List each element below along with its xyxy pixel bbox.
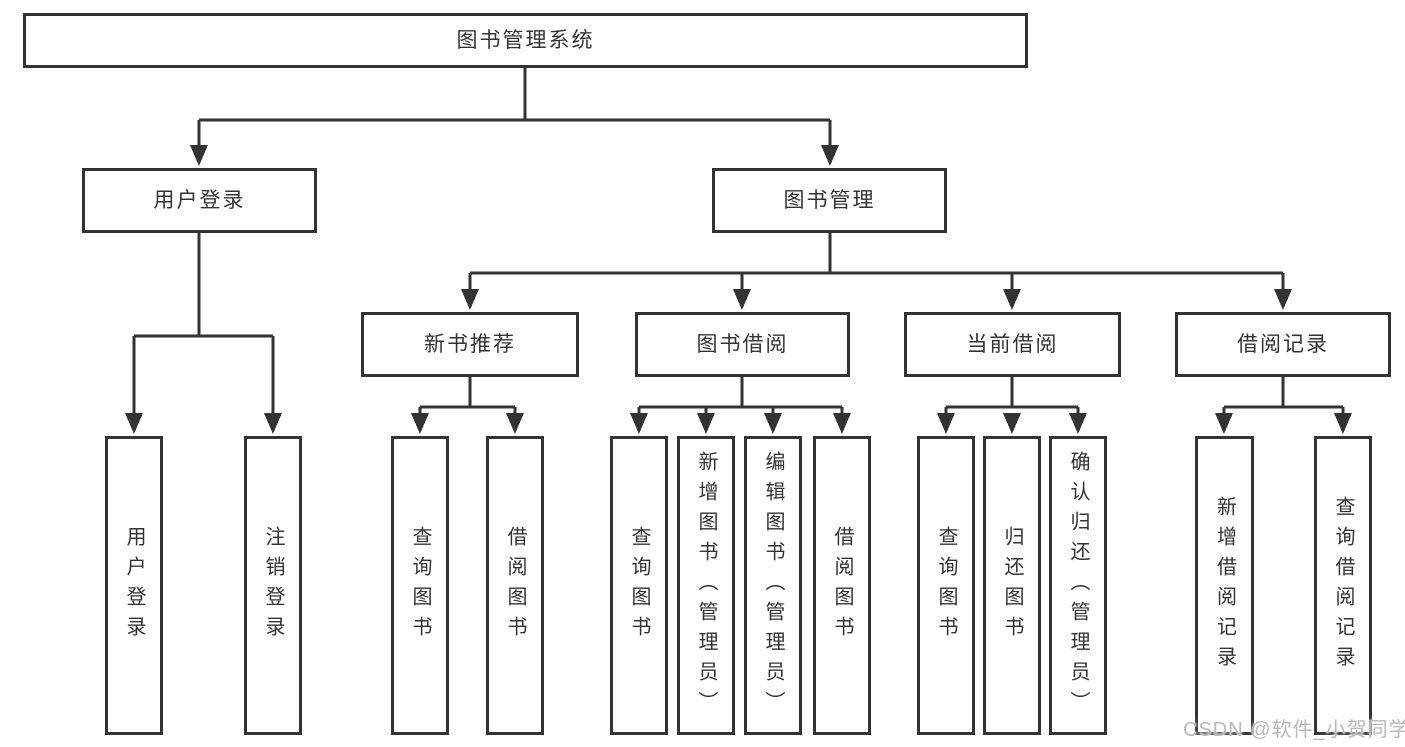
node-library-management-system: 图书管理系统 [23, 13, 1028, 68]
node-label: 确认归还（管理员） [1067, 450, 1089, 721]
node-leaf-cb-confirm-return-admin: 确认归还（管理员） [1049, 436, 1107, 735]
node-label: 用户登录 [123, 525, 145, 646]
node-leaf-cb-query-books: 查询图书 [917, 436, 975, 735]
node-leaf-nb-query-books: 查询图书 [391, 436, 449, 735]
node-label: 注销登录 [262, 525, 284, 646]
node-label: 图书借阅 [696, 333, 789, 356]
node-leaf-bb-edit-books-admin: 编辑图书（管理员） [744, 436, 802, 735]
node-label: 当前借阅 [966, 333, 1059, 356]
node-book-borrow: 图书借阅 [635, 312, 850, 377]
node-leaf-bb-add-books-admin: 新增图书（管理员） [677, 436, 735, 735]
node-label: 归还图书 [1001, 525, 1023, 646]
node-borrow-records: 借阅记录 [1175, 312, 1391, 377]
node-label: 用户登录 [153, 189, 246, 212]
node-leaf-bb-query-books: 查询图书 [610, 436, 668, 735]
node-book-management: 图书管理 [712, 168, 947, 233]
node-leaf-logout: 注销登录 [244, 436, 302, 735]
arrowheads [125, 145, 1352, 434]
node-label: 查询图书 [409, 525, 431, 646]
node-label: 图书管理 [783, 189, 876, 212]
node-current-borrow: 当前借阅 [904, 312, 1121, 377]
node-label: 查询图书 [935, 525, 957, 646]
node-new-book-recommend: 新书推荐 [361, 312, 579, 377]
node-label: 新增图书（管理员） [695, 450, 717, 721]
node-label: 编辑图书（管理员） [762, 450, 784, 721]
node-leaf-nb-borrow-books: 借阅图书 [486, 436, 544, 735]
node-label: 新增借阅记录 [1213, 495, 1236, 676]
node-label: 查询借阅记录 [1332, 495, 1354, 676]
node-label: 借阅图书 [504, 525, 526, 646]
node-leaf-br-query-record: 查询借阅记录 [1314, 436, 1372, 735]
node-label: 借阅记录 [1237, 333, 1329, 356]
node-leaf-br-add-record: 新增借阅记录 [1195, 436, 1254, 735]
node-leaf-bb-borrow-books: 借阅图书 [813, 436, 871, 735]
node-label: 查询图书 [628, 525, 650, 646]
node-user-login: 用户登录 [82, 168, 317, 233]
node-leaf-user-login: 用户登录 [105, 436, 163, 735]
node-leaf-cb-return-books: 归还图书 [983, 436, 1041, 735]
node-label: 新书推荐 [424, 333, 516, 356]
node-label: 图书管理系统 [456, 29, 595, 52]
node-label: 借阅图书 [831, 525, 853, 646]
csdn-watermark: CSDN @软件_小贺同学 [1183, 719, 1405, 741]
